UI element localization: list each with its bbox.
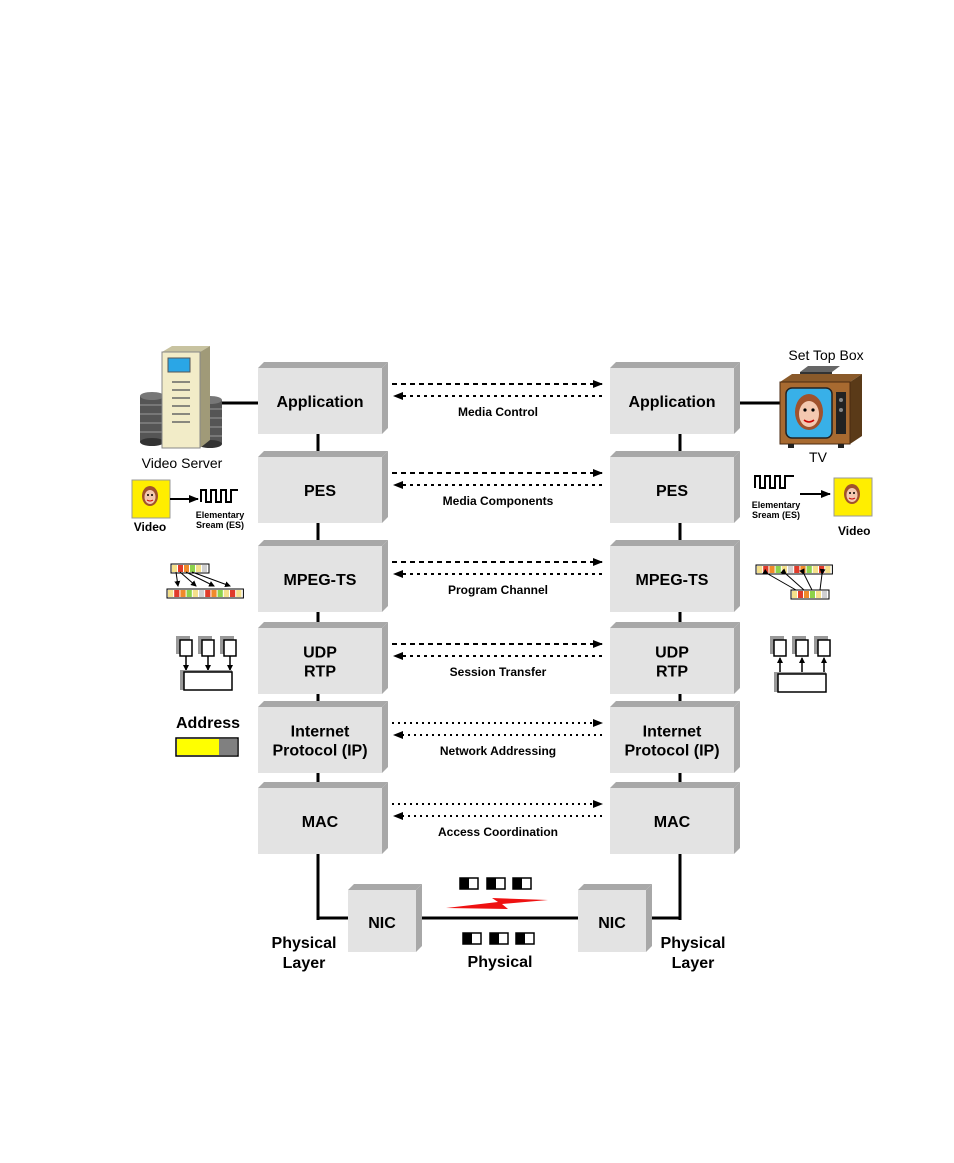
signal-bolt-icon: [446, 898, 548, 909]
nic-right-label: NIC: [598, 915, 626, 932]
right-video-icon: [833, 477, 873, 517]
peer-link-label: Media Components: [443, 494, 554, 508]
right-ts-packets-icon: [755, 564, 833, 600]
layer-row-6: MAC MAC Access Coordination: [258, 782, 740, 854]
peer-link-label: Media Control: [458, 405, 538, 419]
left-video-icon: [131, 479, 171, 519]
layer-label-right: PES: [656, 483, 688, 500]
address-label: Address: [176, 715, 240, 732]
layer-label-right: Application: [628, 394, 715, 411]
layer-label-left: Application: [276, 394, 363, 411]
layer-box-left: MAC: [258, 782, 388, 854]
layer-box-right: MAC: [610, 782, 740, 854]
physical-link: Physical: [446, 877, 548, 971]
layer-box-right: Application: [610, 362, 740, 434]
layer-label-left: PES: [304, 483, 336, 500]
layer-box-left: MPEG-TS: [258, 540, 388, 612]
layer-row-2: PES PES Media Components: [258, 451, 740, 523]
left-video-label: Video: [134, 520, 166, 534]
layer-row-3: MPEG-TS MPEG-TS Program Channel: [258, 540, 740, 612]
set-top-box-label: Set Top Box: [788, 347, 863, 363]
layer-box-right: MPEG-TS: [610, 540, 740, 612]
layer-label-right: MAC: [654, 814, 691, 831]
left-square-wave-icon: [200, 489, 238, 503]
peer-link-label: Session Transfer: [450, 665, 547, 679]
nic-right: NIC: [578, 884, 652, 952]
tv-label: TV: [809, 449, 828, 465]
video-server-icon: [140, 346, 222, 449]
left-ts-packets-icon: [166, 563, 244, 599]
nic-left-label: NIC: [368, 915, 396, 932]
nic-left: NIC: [348, 884, 422, 952]
address-field-icon: [175, 737, 239, 757]
left-udp-segments-icon: [176, 636, 237, 691]
packet-icons-top: [459, 877, 532, 890]
physical-link-label: Physical: [468, 954, 533, 971]
right-udp-segments-icon: [770, 636, 831, 693]
right-video-label: Video: [838, 524, 870, 538]
peer-link-label: Network Addressing: [440, 744, 556, 758]
layer-box-left: Application: [258, 362, 388, 434]
packet-icons-bottom: [462, 932, 535, 945]
layer-label-left: MAC: [302, 814, 339, 831]
layer-label-left: MPEG-TS: [284, 572, 357, 589]
layer-label-right: MPEG-TS: [636, 572, 709, 589]
layer-box-left: PES: [258, 451, 388, 523]
right-square-wave-icon: [754, 475, 794, 489]
tv-icon: [779, 366, 862, 448]
peer-link-label: Program Channel: [448, 583, 548, 597]
layer-box-right: PES: [610, 451, 740, 523]
peer-link-label: Access Coordination: [438, 825, 558, 839]
video-server-label: Video Server: [142, 455, 223, 471]
